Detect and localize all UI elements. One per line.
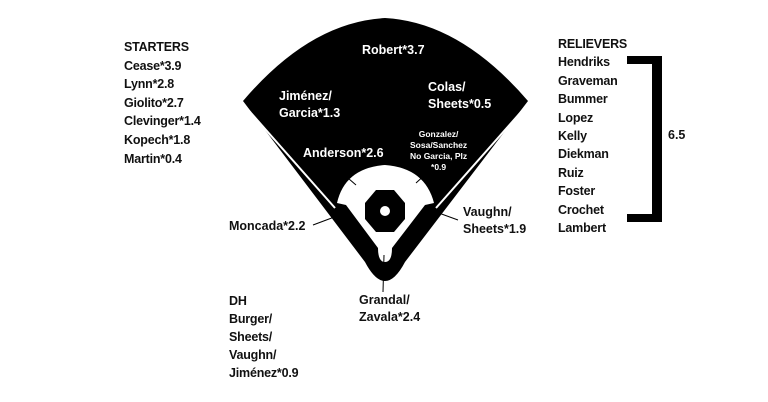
starter: Giolito*2.7 xyxy=(124,95,184,110)
starters-title: STARTERS xyxy=(124,40,189,54)
reliever: Kelly xyxy=(558,129,587,144)
catcher-label: Grandal/ Zavala*2.4 xyxy=(359,292,420,326)
starter: Martin*0.4 xyxy=(124,151,182,166)
starter: Lynn*2.8 xyxy=(124,77,175,92)
dh-player: Sheets/ xyxy=(229,330,273,344)
relievers-title: RELIEVERS xyxy=(558,37,628,51)
starter: Kopech*1.8 xyxy=(124,132,191,147)
foul-line-right xyxy=(435,103,529,209)
shortstop-label: Anderson*2.6 xyxy=(303,146,384,160)
1b-line: Vaughn/ xyxy=(463,205,512,219)
1b-line: Sheets*1.9 xyxy=(463,222,527,236)
2b-line: Gonzalez/ xyxy=(418,129,459,139)
rf-line: Sheets*0.5 xyxy=(428,97,492,111)
relievers-total: 6.5 xyxy=(668,128,686,142)
right-field-label: Colas/ Sheets*0.5 xyxy=(428,79,491,113)
third-base-label: Moncada*2.2 xyxy=(229,219,306,233)
reliever: Diekman xyxy=(558,147,609,162)
dh-player: Vaughn/ xyxy=(229,348,277,362)
reliever: Hendriks xyxy=(558,55,610,70)
reliever: Ruiz xyxy=(558,165,584,180)
c-line: Grandal/ xyxy=(359,293,410,307)
relievers-bracket xyxy=(627,56,662,222)
lf-line: Jiménez/ xyxy=(279,89,332,103)
rf-line: Colas/ xyxy=(428,80,466,94)
outfield xyxy=(243,18,528,281)
dh-player: Burger/ xyxy=(229,312,273,326)
reliever: Lambert xyxy=(558,221,606,236)
reliever: Lopez xyxy=(558,110,594,125)
2b-line: *0.9 xyxy=(431,162,447,172)
starter: Cease*3.9 xyxy=(124,58,182,73)
foul-line-left xyxy=(242,103,336,209)
leader-lines xyxy=(312,171,459,293)
reliever: Bummer xyxy=(558,92,608,107)
reliever: Foster xyxy=(558,184,596,199)
2b-line: No Garcia, Plz xyxy=(410,151,468,161)
reliever: Crochet xyxy=(558,202,604,217)
left-field-label: Jiménez/ Garcia*1.3 xyxy=(279,88,340,122)
dh-title: DH xyxy=(229,294,247,308)
center-field-label: Robert*3.7 xyxy=(362,43,425,57)
starter: Clevinger*1.4 xyxy=(124,114,201,129)
lf-line: Garcia*1.3 xyxy=(279,106,341,120)
pitchers-mound xyxy=(380,206,390,216)
2b-line: Sosa/Sanchez xyxy=(410,140,468,150)
dh-list: DH Burger/ Sheets/ Vaughn/ Jiménez*0.9 xyxy=(229,292,299,382)
first-base-label: Vaughn/ Sheets*1.9 xyxy=(463,204,526,238)
relievers-list: RELIEVERS Hendriks Graveman Bummer Lopez… xyxy=(558,35,627,237)
second-base-label: Gonzalez/ Sosa/Sanchez No Garcia, Plz *0… xyxy=(410,129,467,173)
c-line: Zavala*2.4 xyxy=(359,310,421,324)
dh-player: Jiménez*0.9 xyxy=(229,366,299,380)
reliever: Graveman xyxy=(558,73,618,88)
starters-list: STARTERS Cease*3.9 Lynn*2.8 Giolito*2.7 … xyxy=(124,38,201,168)
